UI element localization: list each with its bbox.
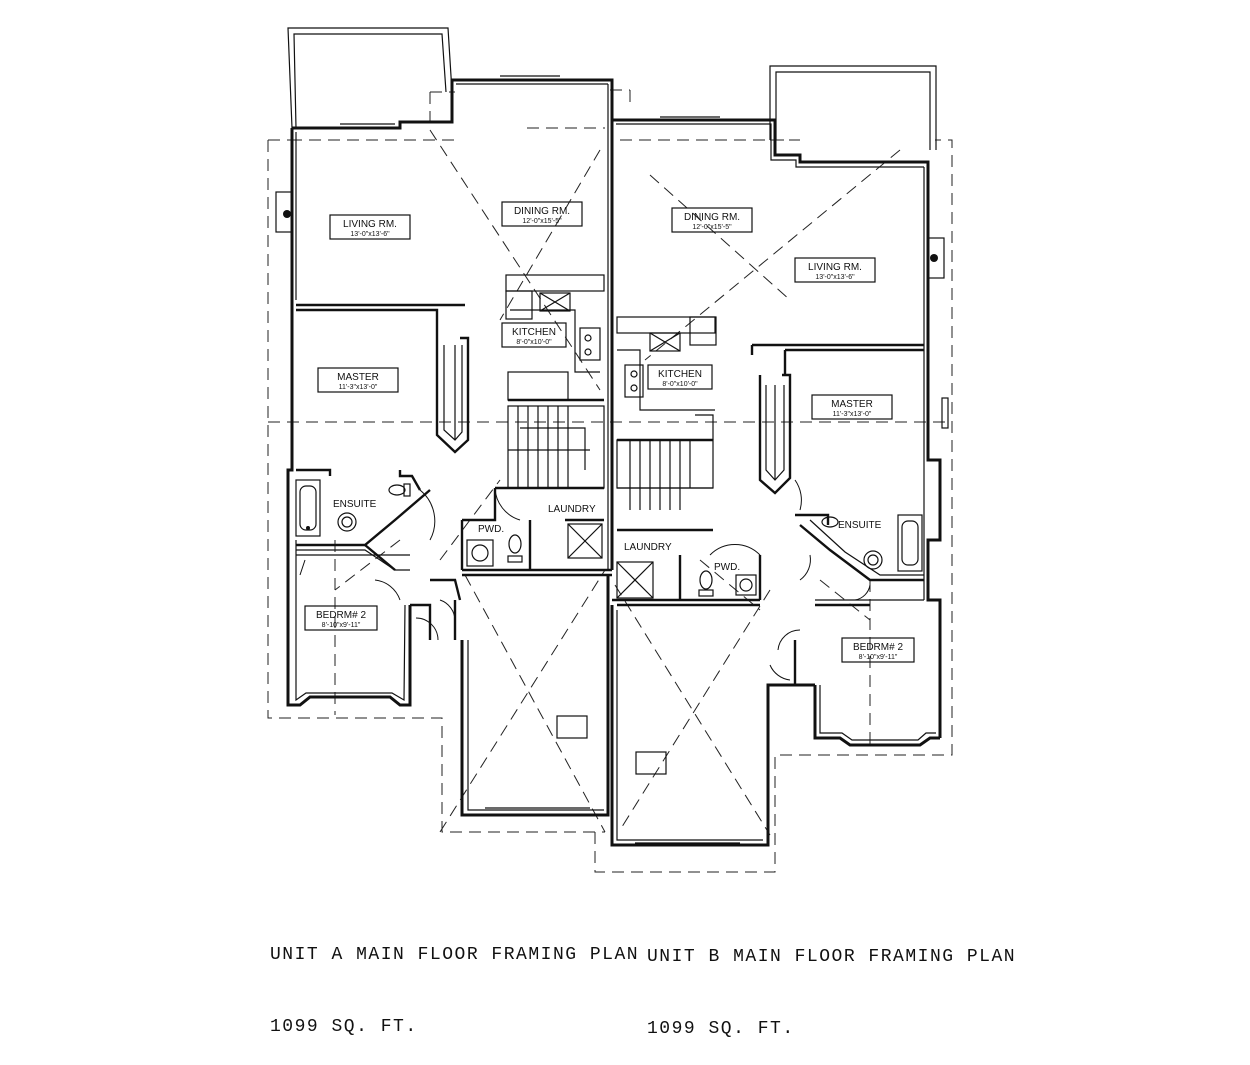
unit-b-caption: UNIT B MAIN FLOOR FRAMING PLAN 1099 SQ. … [647,897,1016,1065]
room-label-living-b: LIVING RM. 13'-0"x13'-6" [794,257,876,283]
svg-text:8'-0"x10'-0": 8'-0"x10'-0" [662,381,698,388]
room-label-living-a: LIVING RM. 13'-0"x13'-6" [329,214,411,240]
room-label-pwd-b: PWD. [714,562,740,573]
svg-text:KITCHEN: KITCHEN [512,327,556,338]
svg-text:BEDRM# 2: BEDRM# 2 [853,642,903,653]
svg-text:12'-0"x15'-5": 12'-0"x15'-5" [692,224,732,231]
svg-text:8'-10"x9'-11": 8'-10"x9'-11" [322,622,361,629]
svg-text:LIVING RM.: LIVING RM. [808,262,862,273]
framing-dashed-lines [267,89,953,873]
svg-text:MASTER: MASTER [337,372,379,383]
stair-treads-b [617,414,714,510]
room-label-laundry-a: LAUNDRY [548,504,596,515]
room-label-master-b: MASTER 11'-3"x13'-0" [811,394,893,420]
room-label-master-a: MASTER 11'-3"x13'-0" [317,367,399,393]
unit-b-caption-area: 1099 SQ. FT. [647,1019,795,1039]
unit-a-labels: LIVING RM. 13'-0"x13'-6" DINING RM. 12'-… [304,201,596,631]
room-label-kitchen-a: KITCHEN 8'-0"x10'-0" [501,322,567,348]
unit-a-caption: UNIT A MAIN FLOOR FRAMING PLAN 1099 SQ. … [270,895,639,1063]
svg-text:DINING RM.: DINING RM. [684,212,740,223]
svg-text:DINING RM.: DINING RM. [514,206,570,217]
room-label-bedroom2-a: BEDRM# 2 8'-10"x9'-11" [304,605,378,631]
unit-b-caption-title: UNIT B MAIN FLOOR FRAMING PLAN [647,947,1017,967]
room-label-bedroom2-b: BEDRM# 2 8'-10"x9'-11" [841,637,915,663]
floor-plan-drawing: LIVING RM. 13'-0"x13'-6" DINING RM. 12'-… [267,27,953,873]
svg-text:MASTER: MASTER [831,399,873,410]
room-label-ensuite-b: ENSUITE [838,520,882,531]
unit-b-walls [610,65,949,847]
room-label-dining-a: DINING RM. 12'-0"x15'-5" [501,201,583,227]
room-label-kitchen-b: KITCHEN 8'-0"x10'-0" [647,364,713,390]
unit-a-walls [275,27,614,817]
svg-text:BEDRM# 2: BEDRM# 2 [316,610,366,621]
svg-text:13'-0"x13'-6": 13'-0"x13'-6" [350,231,390,238]
svg-text:11'-3"x13'-0": 11'-3"x13'-0" [833,411,872,418]
svg-text:8'-10"x9'-11": 8'-10"x9'-11" [859,654,898,661]
unit-a-caption-title: UNIT A MAIN FLOOR FRAMING PLAN [270,945,640,965]
svg-text:12'-0"x15'-5": 12'-0"x15'-5" [522,218,562,225]
unit-a-caption-area: 1099 SQ. FT. [270,1017,418,1037]
svg-text:13'-0"x13'-6": 13'-0"x13'-6" [815,274,855,281]
svg-text:8'-0"x10'-0": 8'-0"x10'-0" [516,339,552,346]
room-label-laundry-b: LAUNDRY [624,542,672,553]
unit-b-labels: DINING RM. 12'-0"x15'-5" LIVING RM. 13'-… [624,207,915,663]
svg-text:LIVING RM.: LIVING RM. [343,219,397,230]
svg-text:11'-3"x13'-0": 11'-3"x13'-0" [339,384,378,391]
room-label-dining-b: DINING RM. 12'-0"x15'-5" [671,207,753,233]
room-label-ensuite-a: ENSUITE [333,499,377,510]
svg-text:KITCHEN: KITCHEN [658,369,702,380]
room-label-pwd-a: PWD. [478,524,504,535]
stair-treads-a [508,406,590,488]
